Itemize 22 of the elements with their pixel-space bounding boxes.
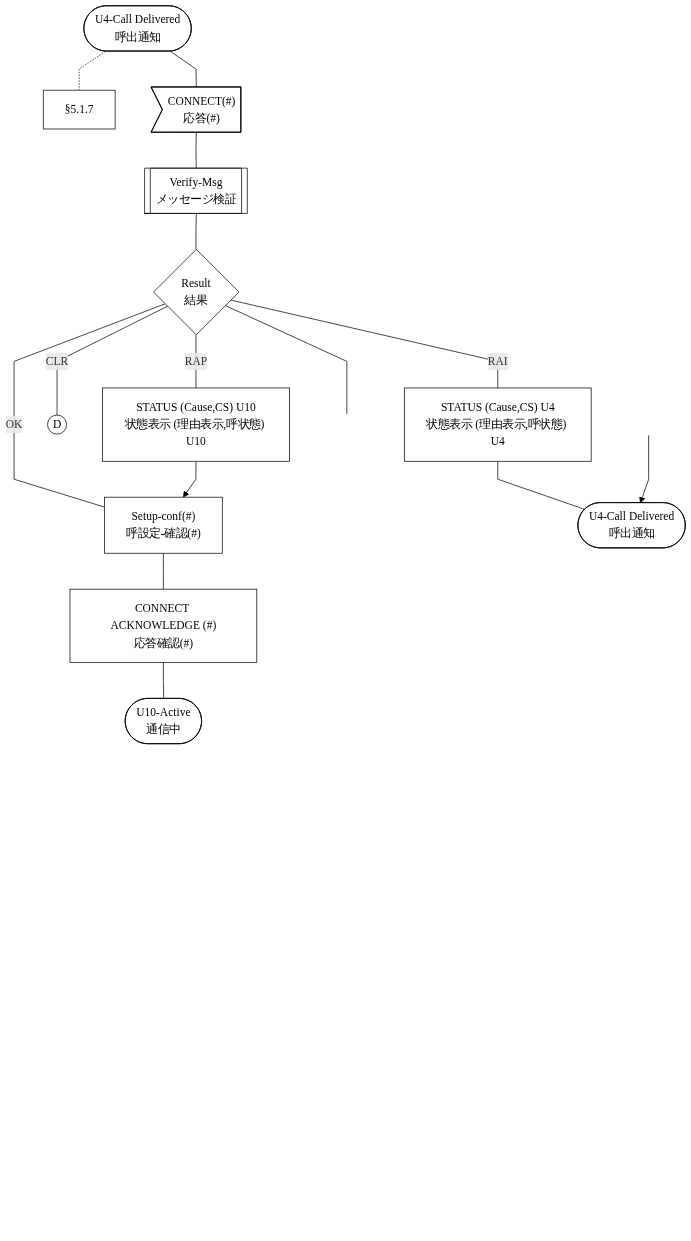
connector	[195, 213, 197, 250]
connector	[163, 662, 165, 700]
edge-label: OK	[5, 418, 23, 431]
node-box: §5.1.7	[42, 89, 116, 130]
edge-label: RAI	[487, 354, 508, 368]
connector	[163, 552, 164, 590]
connector	[497, 460, 586, 510]
node-diamond: Result 結果	[153, 249, 240, 336]
node-box: STATUS (Cause,CS) U4 状態表示 (理由表示,呼状態) U4	[403, 387, 592, 462]
connector	[56, 305, 168, 416]
node-box: Setup-conf(#) 呼設定-確認(#)	[104, 496, 223, 554]
edge-label: RAP	[184, 354, 208, 368]
connector	[224, 305, 348, 415]
node-circle: D	[47, 414, 67, 435]
edge-label: CLR	[45, 354, 69, 368]
connector	[170, 50, 197, 88]
node-box: CONNECT ACKNOWLEDGE (#) 応答確認(#)	[69, 588, 258, 663]
node-box: STATUS (Cause,CS) U10 状態表示 (理由表示,呼状態) U10	[102, 387, 290, 462]
connector	[230, 299, 499, 389]
connector	[13, 303, 166, 508]
connector	[78, 50, 106, 91]
connector	[195, 132, 197, 169]
